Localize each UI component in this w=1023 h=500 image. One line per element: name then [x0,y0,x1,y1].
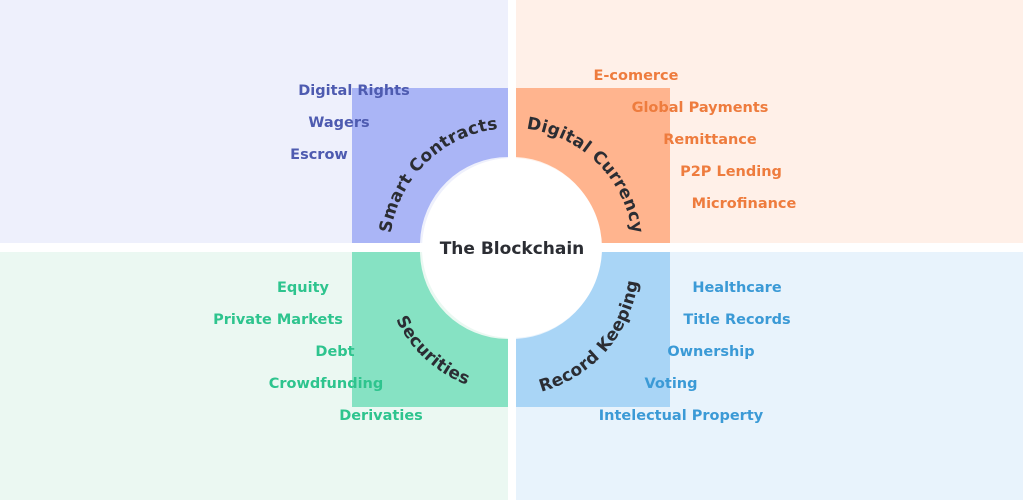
item-debt[interactable]: Debt [315,344,354,360]
item-microfinance[interactable]: Microfinance [692,196,797,212]
item-ownership[interactable]: Ownership [667,344,754,360]
item-equity[interactable]: Equity [277,280,330,296]
item-derivaties[interactable]: Derivaties [339,408,423,424]
center-label: The Blockchain [440,239,585,259]
item-escrow[interactable]: Escrow [290,147,348,163]
item-crowdfunding[interactable]: Crowdfunding [269,376,384,392]
item-wagers[interactable]: Wagers [308,115,369,131]
item-p2p-lending[interactable]: P2P Lending [680,164,782,180]
segment-record-keeping[interactable] [516,252,670,407]
item-digital-rights[interactable]: Digital Rights [298,83,410,99]
item-global-payments[interactable]: Global Payments [632,100,769,116]
item-e-comerce[interactable]: E-comerce [593,68,678,84]
segment-securities[interactable] [352,252,508,407]
item-intelectual-property[interactable]: Intelectual Property [599,408,764,424]
segment-digital-currency[interactable] [516,88,670,243]
center-circle [422,158,602,338]
item-remittance[interactable]: Remittance [663,132,757,148]
item-private-markets[interactable]: Private Markets [213,312,343,328]
item-title-records[interactable]: Title Records [683,312,790,328]
item-healthcare[interactable]: Healthcare [692,280,782,296]
item-voting[interactable]: Voting [645,376,698,392]
segment-smart-contracts[interactable] [352,88,508,243]
